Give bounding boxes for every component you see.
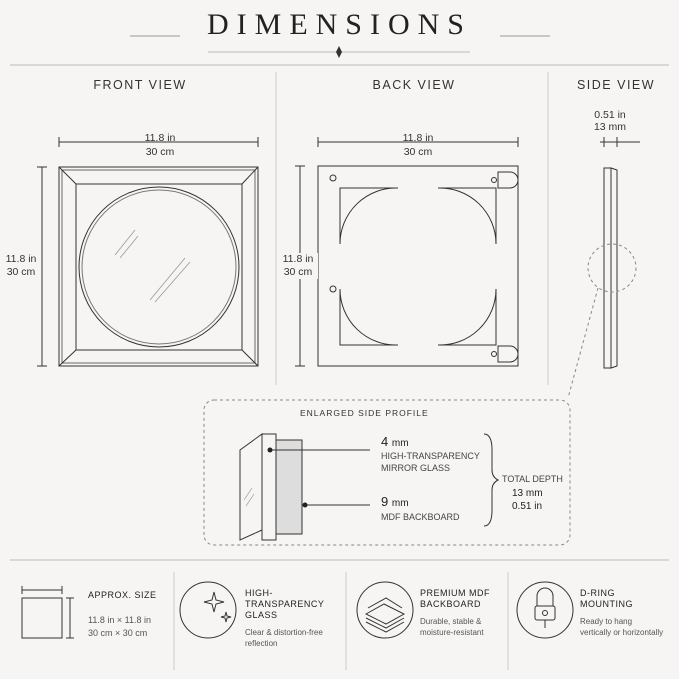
stacked-boards-icon: [356, 581, 414, 639]
feature-mdf: PREMIUM MDF BACKBOARD Durable, stable & …: [420, 588, 490, 637]
board-label: MDF BACKBOARD: [381, 512, 460, 522]
side-depth-in: 0.51 in: [594, 109, 626, 121]
back-width-cm: 30 cm: [403, 146, 433, 158]
total-depth-label: TOTAL DEPTH: [502, 474, 563, 484]
glass-label-2: MIRROR GLASS: [381, 463, 451, 473]
glass-label-1: HIGH-TRANSPARENCY: [381, 451, 480, 461]
feature-approx-size: APPROX. SIZE 11.8 in × 11.8 in 30 cm × 3…: [88, 590, 157, 638]
back-view-title: BACK VIEW: [372, 78, 456, 92]
front-view-title: FRONT VIEW: [93, 78, 187, 92]
front-height-in: 11.8 in: [2, 253, 40, 266]
page-title: DIMENSIONS: [206, 8, 472, 41]
back-width-in: 11.8 in: [402, 132, 434, 144]
back-height-cm: 30 cm: [278, 266, 318, 279]
feature-glass: HIGH-TRANSPARENCY GLASS Clear & distorti…: [245, 588, 325, 648]
front-width-cm: 30 cm: [145, 146, 175, 158]
glass-thickness: 4 mm: [381, 434, 409, 449]
front-height-cm: 30 cm: [2, 266, 40, 279]
feature-d-ring: D-RING MOUNTING Ready to hang vertically…: [580, 588, 664, 637]
back-height-in: 11.8 in: [278, 253, 318, 266]
front-width-in: 11.8 in: [144, 132, 176, 144]
side-view-title: SIDE VIEW: [576, 78, 656, 92]
side-depth-mm: 13 mm: [593, 121, 627, 133]
square-size-icon: [21, 586, 74, 639]
total-depth-in: 0.51 in: [512, 501, 543, 512]
board-thickness: 9 mm: [381, 494, 409, 509]
sparkle-glass-icon: [179, 581, 237, 639]
profile-title: ENLARGED SIDE PROFILE: [300, 408, 429, 418]
total-depth-mm: 13 mm: [512, 488, 543, 499]
d-ring-icon: [516, 581, 574, 639]
